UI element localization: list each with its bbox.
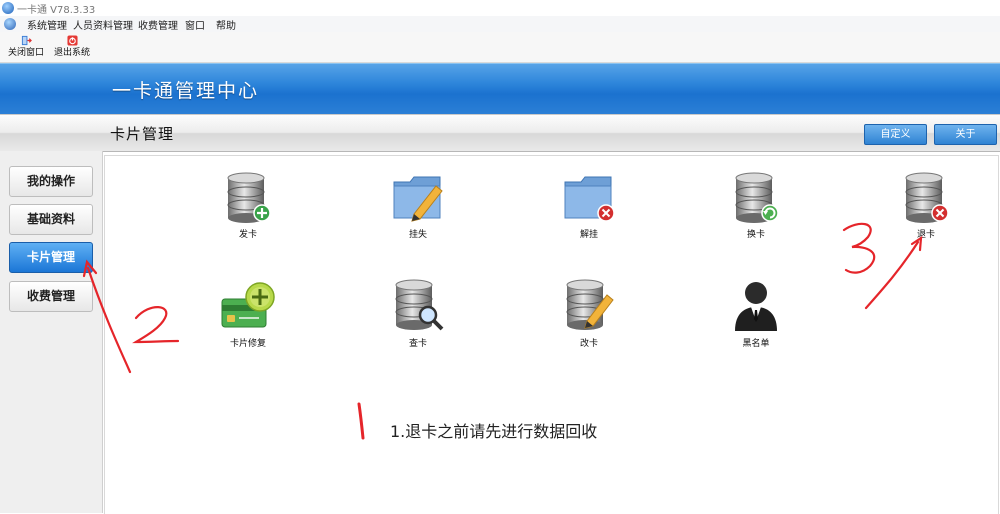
- customize-button[interactable]: 自定义: [864, 124, 927, 145]
- close-window-label: 关闭窗口: [7, 48, 44, 58]
- tile-label: 退卡: [916, 230, 935, 240]
- sidebar-item-my-operations[interactable]: 我的操作: [9, 166, 93, 197]
- section-title: 卡片管理: [110, 125, 175, 143]
- menu-window[interactable]: 窗口: [185, 21, 205, 32]
- tile-label: 换卡: [746, 230, 765, 240]
- annotation-step1-text: 1.退卡之前请先进行数据回收: [390, 422, 598, 441]
- tile-label: 改卡: [579, 339, 598, 349]
- sidebar-item-basic-data[interactable]: 基础资料: [9, 204, 93, 235]
- tile-label: 发卡: [238, 230, 257, 240]
- tile-blacklist[interactable]: 黑名单: [716, 277, 796, 349]
- exit-system-button[interactable]: 退出系统: [50, 34, 94, 60]
- window-title: 一卡通 V78.3.33: [17, 5, 96, 16]
- app-menu-icon[interactable]: [4, 18, 16, 30]
- menu-personnel[interactable]: 人员资料管理: [73, 21, 133, 32]
- folder-remove-icon: [564, 176, 615, 222]
- power-icon: [66, 35, 78, 46]
- tile-issue-card[interactable]: 发卡: [208, 170, 288, 240]
- sidebar: 我的操作 基础资料 卡片管理 收费管理: [0, 151, 103, 513]
- tile-card-repair[interactable]: 卡片修复: [208, 277, 288, 349]
- title-bar: 一卡通 V78.3.33: [0, 0, 1000, 16]
- menu-fees[interactable]: 收费管理: [138, 21, 178, 32]
- tile-label: 查卡: [408, 339, 427, 349]
- sidebar-item-card-management[interactable]: 卡片管理: [9, 242, 93, 273]
- menu-help[interactable]: 帮助: [216, 21, 236, 32]
- header-title: 一卡通管理中心: [112, 80, 260, 102]
- close-window-button[interactable]: 关闭窗口: [4, 34, 48, 60]
- tile-modify-card[interactable]: 改卡: [549, 277, 629, 349]
- tile-label: 解挂: [579, 230, 598, 240]
- about-button[interactable]: 关于: [934, 124, 997, 145]
- sidebar-item-fee-management[interactable]: 收费管理: [9, 281, 93, 312]
- menu-system[interactable]: 系统管理: [27, 21, 67, 32]
- menu-bar: 系统管理 人员资料管理 收费管理 窗口 帮助: [0, 16, 1000, 32]
- tile-label: 挂失: [408, 230, 427, 240]
- tile-return-card[interactable]: 退卡: [886, 170, 966, 240]
- database-add-icon: [227, 172, 271, 223]
- tile-replace-card[interactable]: 换卡: [716, 170, 796, 240]
- app-icon: [2, 2, 14, 14]
- database-search-icon: [395, 279, 444, 331]
- database-refresh-icon: [735, 172, 779, 223]
- person-icon: [735, 282, 777, 331]
- database-remove-icon: [905, 172, 949, 223]
- tile-label: 卡片修复: [229, 339, 266, 349]
- tile-unreport-loss[interactable]: 解挂: [549, 170, 629, 240]
- tile-query-card[interactable]: 查卡: [378, 277, 458, 349]
- app-header: 一卡通管理中心: [0, 63, 1000, 115]
- exit-system-label: 退出系统: [53, 48, 90, 58]
- toolbar: 关闭窗口 退出系统: [0, 32, 1000, 63]
- database-edit-icon: [566, 279, 614, 330]
- close-window-icon: [21, 35, 32, 46]
- tile-report-loss[interactable]: 挂失: [378, 170, 458, 240]
- section-bar: 卡片管理 自定义 关于: [0, 114, 1000, 152]
- folder-edit-icon: [393, 176, 443, 222]
- tile-label: 黑名单: [742, 339, 770, 349]
- card-add-icon: [221, 282, 275, 328]
